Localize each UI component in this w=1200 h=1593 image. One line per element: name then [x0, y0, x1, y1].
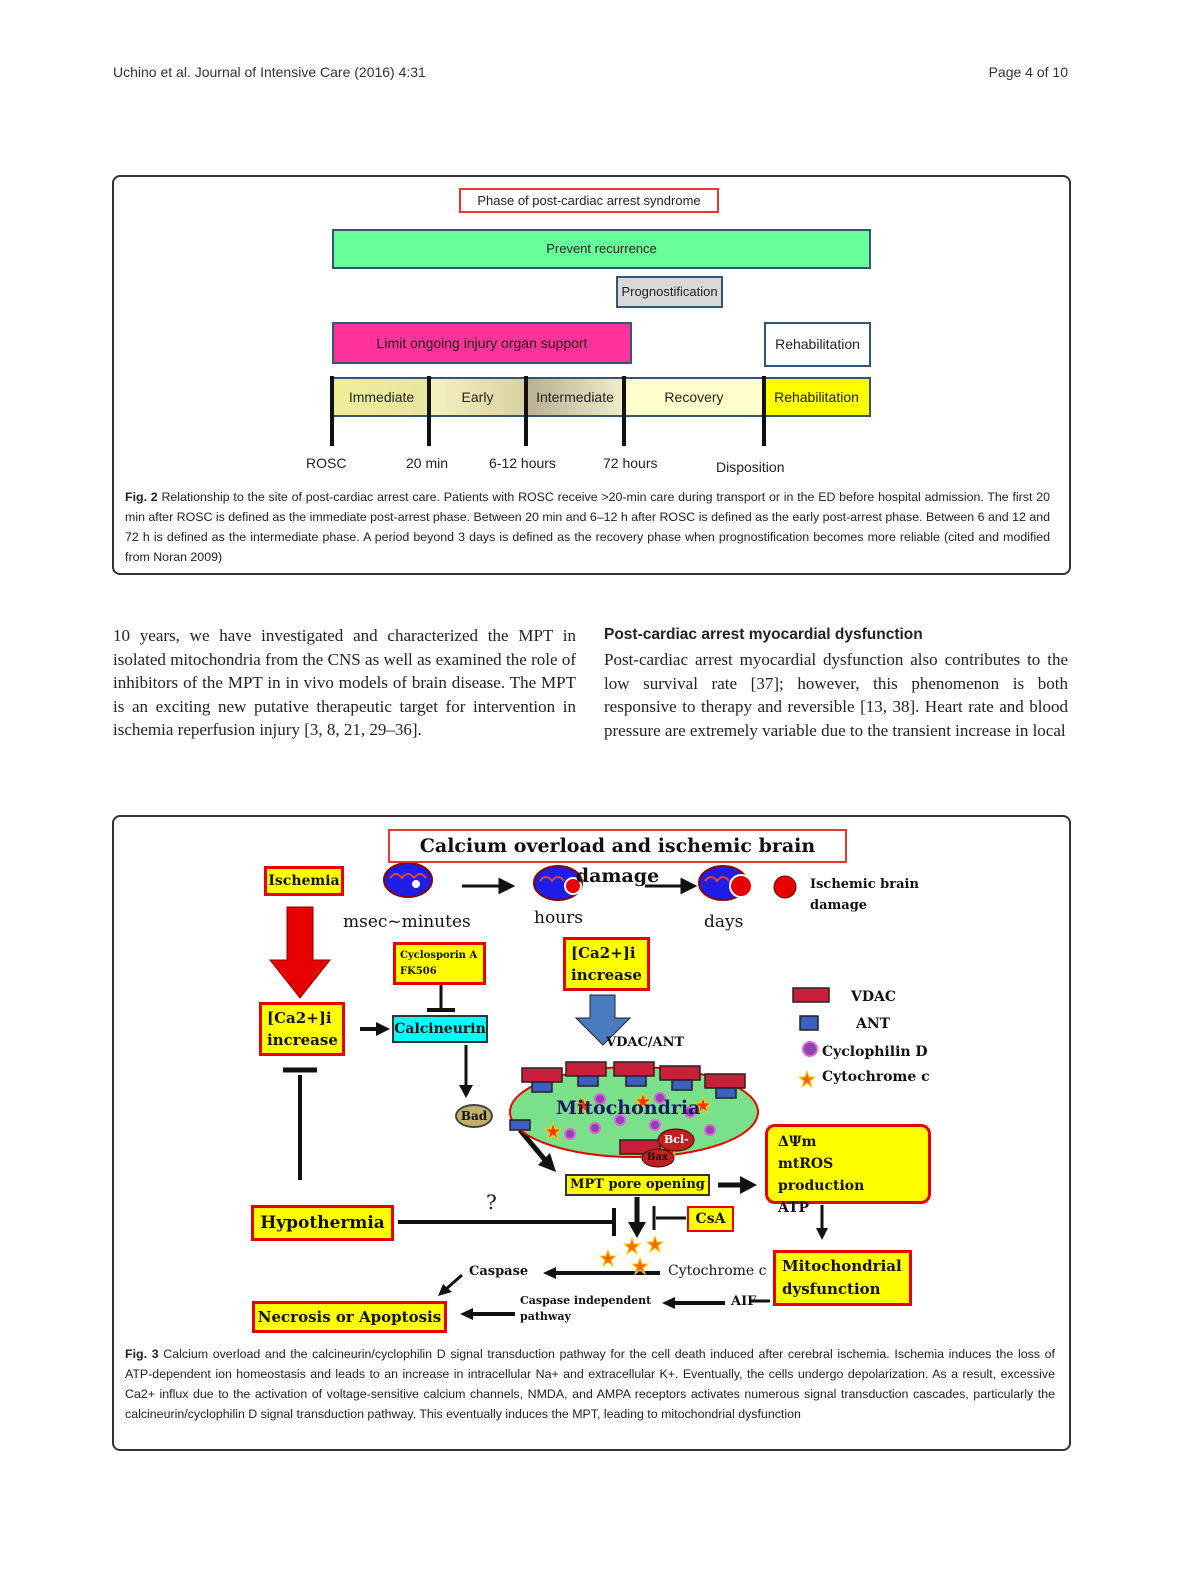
tick-label-6-12h: 6-12 hours: [489, 455, 556, 471]
caspase-independent-label: Caspase independent pathway: [520, 1294, 652, 1323]
brain-icon: [698, 865, 753, 901]
tick-rosc: [330, 376, 334, 446]
ca-increase-top-box: [Ca2+]i increase: [563, 937, 650, 991]
phase-rehabilitation: Rehabilitation: [764, 379, 869, 415]
tick-label-rosc: ROSC: [306, 455, 347, 471]
tick-72h: [622, 376, 626, 446]
necrosis-apoptosis-box: Necrosis or Apoptosis: [252, 1301, 447, 1333]
tick-6-12h: [524, 376, 528, 446]
phase-intermediate: Intermediate: [526, 379, 624, 415]
tick-label-20min: 20 min: [406, 455, 449, 471]
phase-early: Early: [429, 379, 526, 415]
ischemic-damage-label: Ischemic brain damage: [810, 877, 919, 913]
caspase-label: Caspase: [469, 1264, 529, 1279]
fig3-caption-label: Fig. 3: [125, 1347, 159, 1361]
blue-arrow-icon: [574, 994, 632, 1046]
csa-box: CsA: [687, 1206, 734, 1232]
legend-vdac: VDAC: [851, 989, 897, 1005]
calcineurin-box: Calcineurin: [392, 1015, 488, 1043]
aif-label: AIF: [731, 1294, 757, 1309]
tick-label-disposition: Disposition: [716, 459, 785, 475]
tick-20min: [427, 376, 431, 446]
brain-icon: [533, 865, 583, 901]
ischemia-box: Ischemia: [264, 866, 344, 896]
figure-3-frame: [112, 815, 1071, 1451]
hypothermia-box: Hypothermia: [251, 1205, 394, 1241]
limit-injury-bar: Limit ongoing injury organ support: [332, 322, 632, 364]
time-label-days: days: [704, 912, 744, 932]
effect-delta-psi: ΔΨm: [778, 1134, 817, 1150]
prevent-recurrence-bar: Prevent recurrence: [332, 229, 871, 269]
ischemic-damage-legend-icon: [773, 875, 797, 899]
prognostification-box: Prognostification: [616, 276, 723, 308]
fig3-caption-text: Calcium overload and the calcineurin/cyc…: [125, 1347, 1055, 1421]
brain-icon: [383, 862, 433, 898]
effect-mtros: mtROS production: [778, 1156, 865, 1194]
tick-disposition: [762, 376, 766, 446]
time-label-hours: hours: [534, 908, 583, 928]
effect-atp: ATP: [778, 1200, 810, 1216]
ant-legend-icon: [799, 1015, 819, 1031]
ca-increase-left-box: [Ca2+]i increase: [259, 1002, 345, 1056]
time-label-msec: msec~minutes: [343, 912, 471, 932]
fig2-title: Phase of post-cardiac arrest syndrome: [459, 188, 719, 213]
mito-dysfunction-box: Mitochondrial dysfunction: [773, 1250, 912, 1306]
legend-ant: ANT: [856, 1016, 891, 1032]
figure-2-frame: [112, 175, 1071, 575]
bcl-label: Bcl-: [664, 1133, 689, 1146]
cyclosporin-box: Cyclosporin A FK506: [393, 942, 486, 985]
section-heading: Post-cardiac arrest myocardial dysfuncti…: [604, 626, 923, 643]
fig2-caption-text: Relationship to the site of post-cardiac…: [125, 490, 1050, 564]
red-arrow-icon: [268, 906, 332, 999]
phase-recovery: Recovery: [624, 379, 764, 415]
fig3-caption: Fig. 3 Calcium overload and the calcineu…: [125, 1344, 1055, 1424]
running-header: Uchino et al. Journal of Intensive Care …: [113, 64, 426, 80]
phase-immediate: Immediate: [334, 379, 429, 415]
bad-protein: Bad: [455, 1104, 493, 1128]
vdac-ant-label: VDAC/ANT: [606, 1035, 685, 1050]
page-number: Page 4 of 10: [988, 64, 1068, 80]
tick-label-72h: 72 hours: [603, 455, 658, 471]
mpt-pore-box: MPT pore opening: [565, 1174, 710, 1196]
question-mark: ?: [486, 1190, 497, 1214]
legend-cyclophilin-d: Cyclophilin D: [822, 1044, 928, 1060]
cytochrome-c-label: Cytochrome c: [668, 1263, 767, 1279]
body-right-column: Post-cardiac arrest myocardial dysfuncti…: [604, 650, 1068, 740]
legend-cytochrome-c: Cytochrome c: [822, 1069, 930, 1085]
cyclophilin-legend-icon: [802, 1041, 818, 1057]
bax-label: Bax: [647, 1152, 668, 1163]
rehabilitation-box: Rehabilitation: [764, 322, 871, 367]
fig2-caption: Fig. 2 Relationship to the site of post-…: [125, 487, 1050, 567]
vdac-legend-icon: [792, 987, 830, 1003]
effects-box: ΔΨm mtROS production ATP: [765, 1124, 931, 1216]
mitochondria-label: Mitochondria: [556, 1097, 701, 1119]
body-left-column: 10 years, we have investigated and chara…: [113, 626, 576, 740]
cytochrome-legend-icon: [797, 1069, 817, 1089]
fig3-title: Calcium overload and ischemic brain dama…: [388, 829, 847, 887]
fig2-caption-label: Fig. 2: [125, 490, 158, 504]
